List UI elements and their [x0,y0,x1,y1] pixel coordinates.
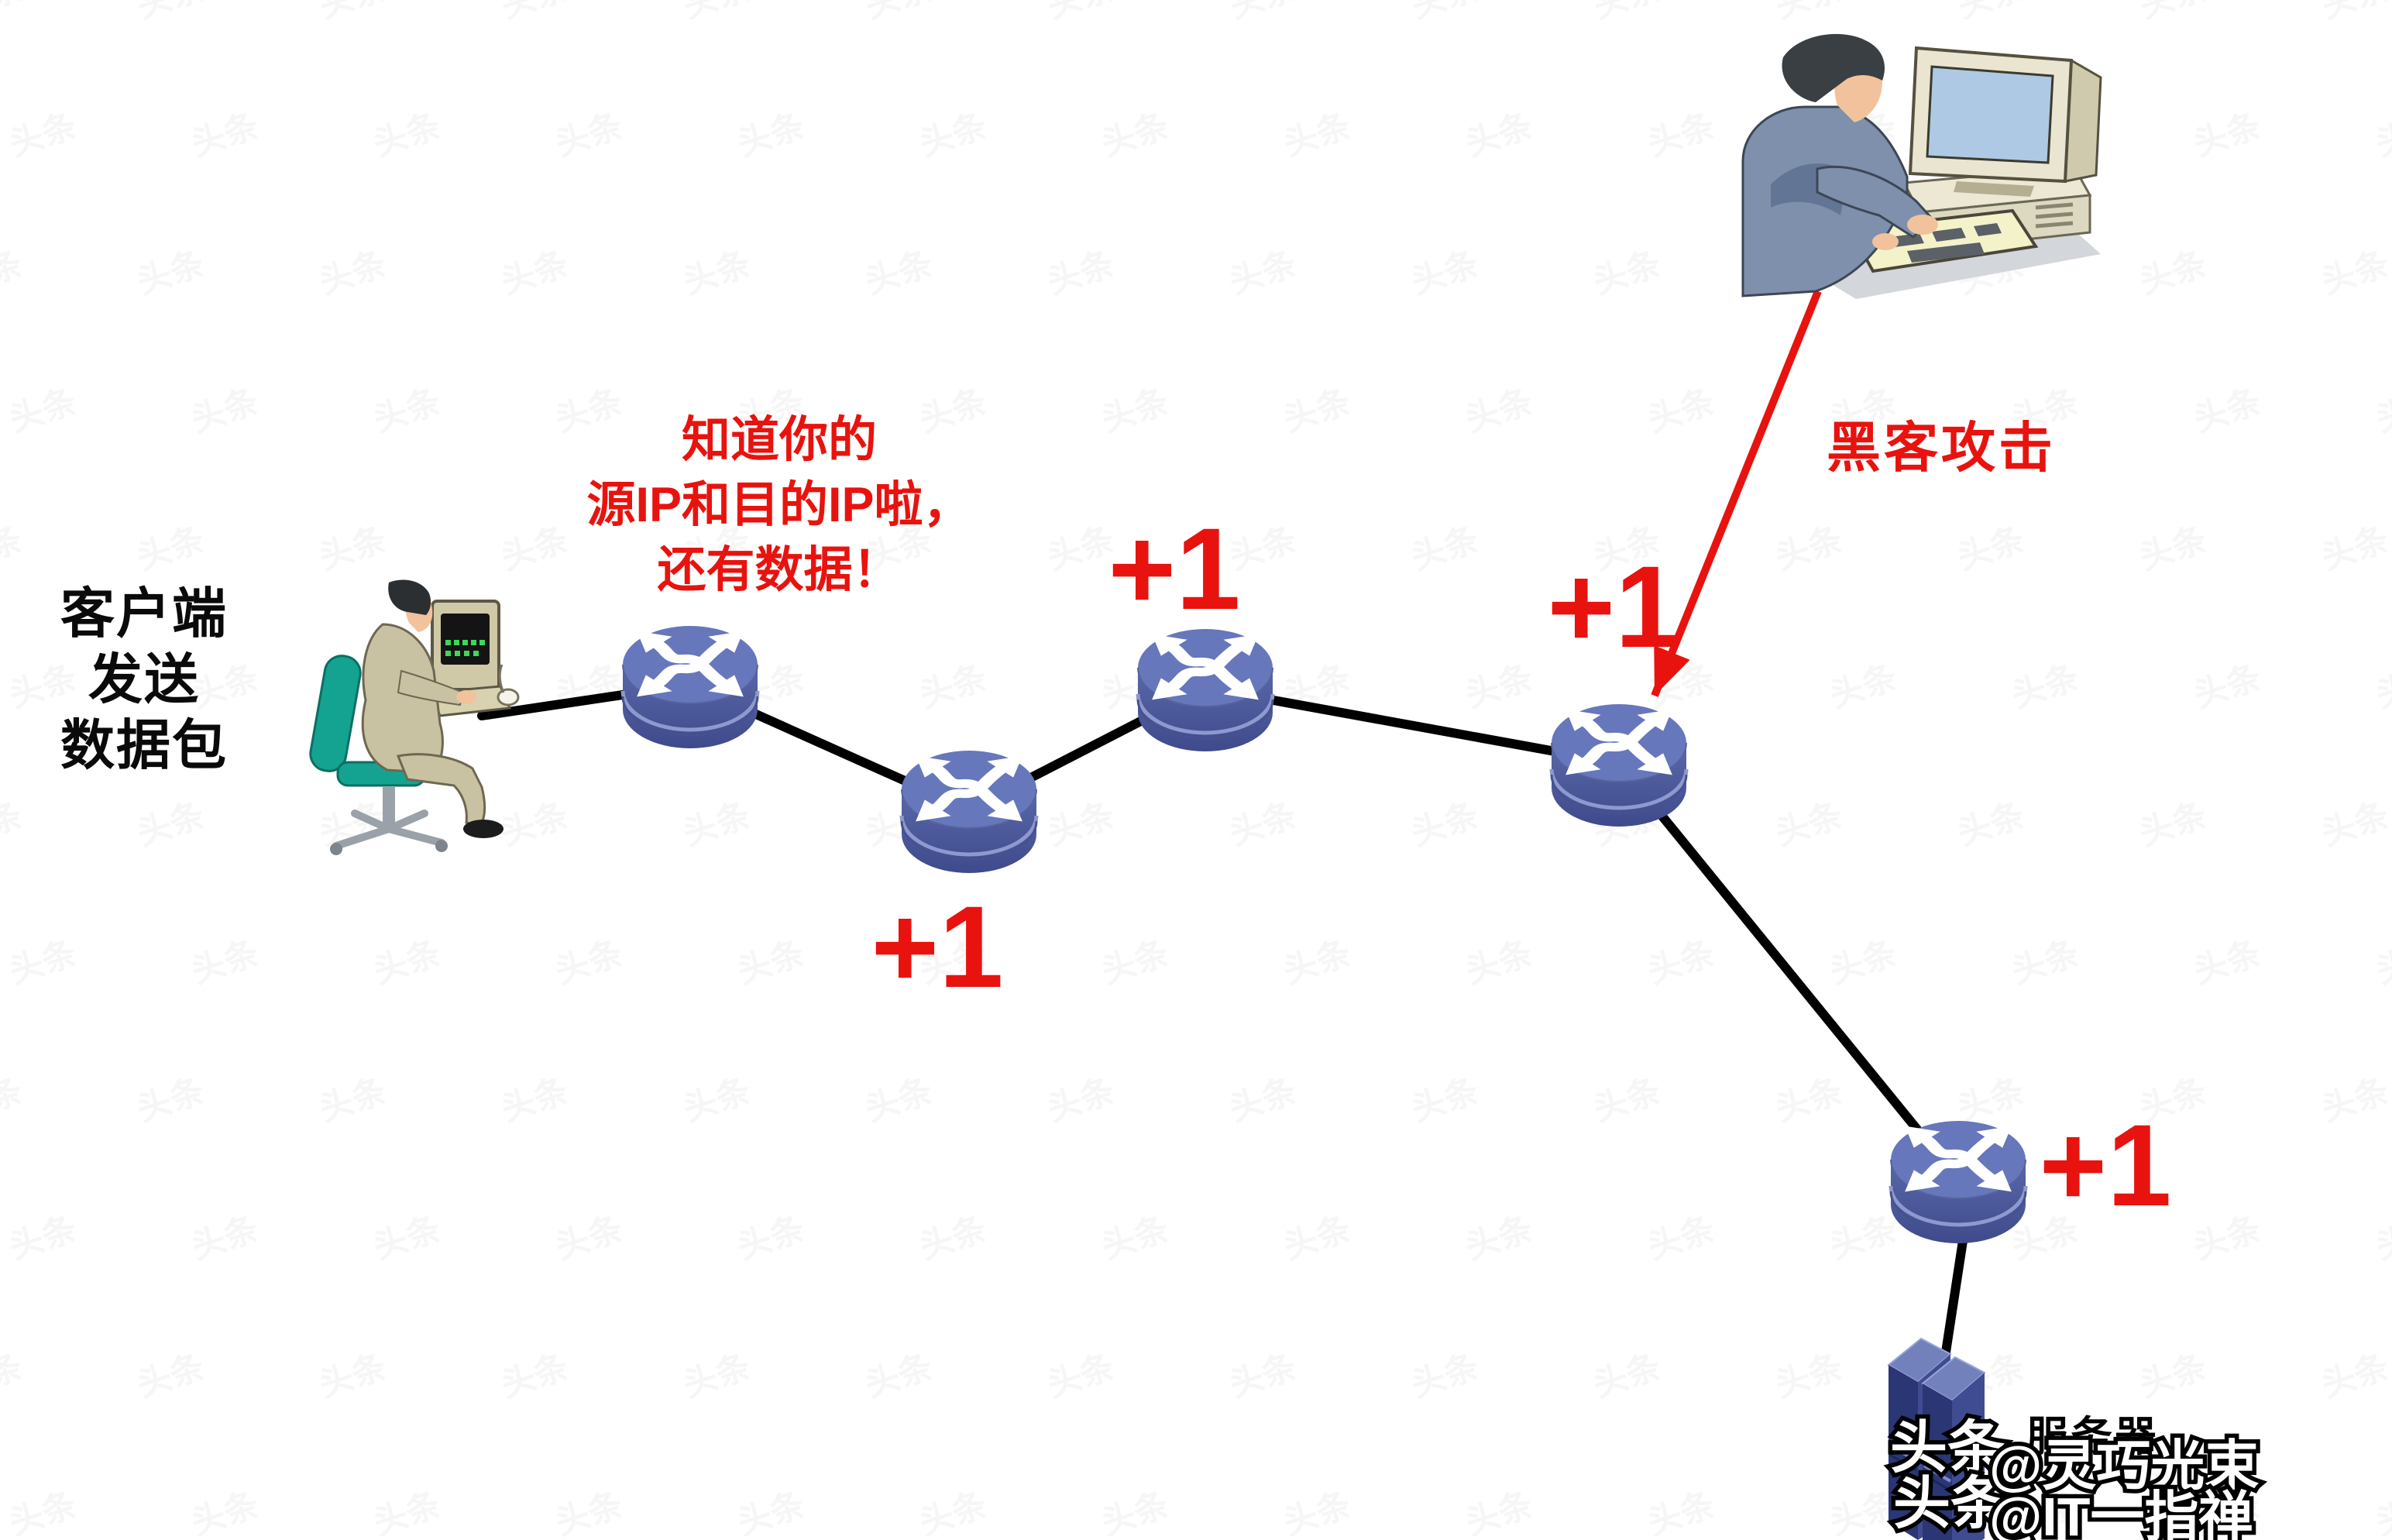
server-tower-front [1921,1356,1986,1540]
network-link [1201,683,1624,768]
hacker-monitor-screen [1926,65,2054,164]
hacker-computer-figure [1741,33,2102,299]
hop-increment-label: +1 [871,882,1004,1012]
watermark-outline: @IT一指禅 [1985,1483,2256,1540]
client-label-line: 发送 [88,649,200,710]
router-2-icon [902,751,1036,873]
note-line: 源IP和目的IP啦， [586,478,972,532]
watermark-fill: 头条 [1893,1471,2008,1535]
hop-increment-label: +1 [1547,541,1680,672]
client-person [361,579,503,838]
client-label: 客户端 发送 数据包 [45,581,243,779]
hop-increment-label: +1 [2039,1100,2172,1230]
note-line: 知道你的 [682,413,877,467]
watermark-handle-1: @灵巧光束 @灵巧光束 [1985,1432,2263,1500]
router-3-icon [1138,629,1273,751]
office-chair [309,655,448,855]
watermark-fill: 头条 [1890,1415,2005,1480]
mouse [497,688,520,706]
router-4-icon [1552,704,1686,827]
watermark-outline: @灵巧光束 [1985,1432,2263,1500]
sniffed-data-note: 知道你的 源IP和目的IP啦， 还有数据！ [541,407,1018,603]
watermark-handle-2: @IT一指禅 @IT一指禅 [1985,1483,2256,1540]
client-computer-figure [309,579,520,855]
hacker-person [1741,33,1938,297]
client-label-line: 数据包 [60,715,228,775]
watermark-outline: 头条 [1886,1411,2009,1483]
network-links [477,680,1976,1382]
server-label: 服务器 [2026,1414,2159,1460]
server-towers [1887,1337,1986,1540]
hacker-attack-label: 黑客攻击 [1827,418,2056,478]
terminal-screen [441,614,490,665]
watermark-toutiao-row1: 头条 头条 [1886,1411,2009,1483]
network-link [1614,758,1963,1184]
client-label-line: 客户端 [60,583,228,644]
router-5-icon [1891,1121,2026,1243]
watermark-fill: @IT一指禅 [1989,1487,2253,1540]
watermark-outline: 头条 [1889,1467,2012,1539]
hacker-monitor [1908,46,2102,197]
watermark-fill: @灵巧光束 [1989,1435,2260,1496]
note-line: 还有数据！ [657,543,902,597]
hop-increment-label: +1 [1108,504,1241,634]
router-1-icon [623,626,758,748]
watermark-toutiao-row2: 头条 头条 [1889,1467,2012,1539]
router-nodes [623,626,2026,1243]
hacker-attack-arrow [1651,290,1822,697]
